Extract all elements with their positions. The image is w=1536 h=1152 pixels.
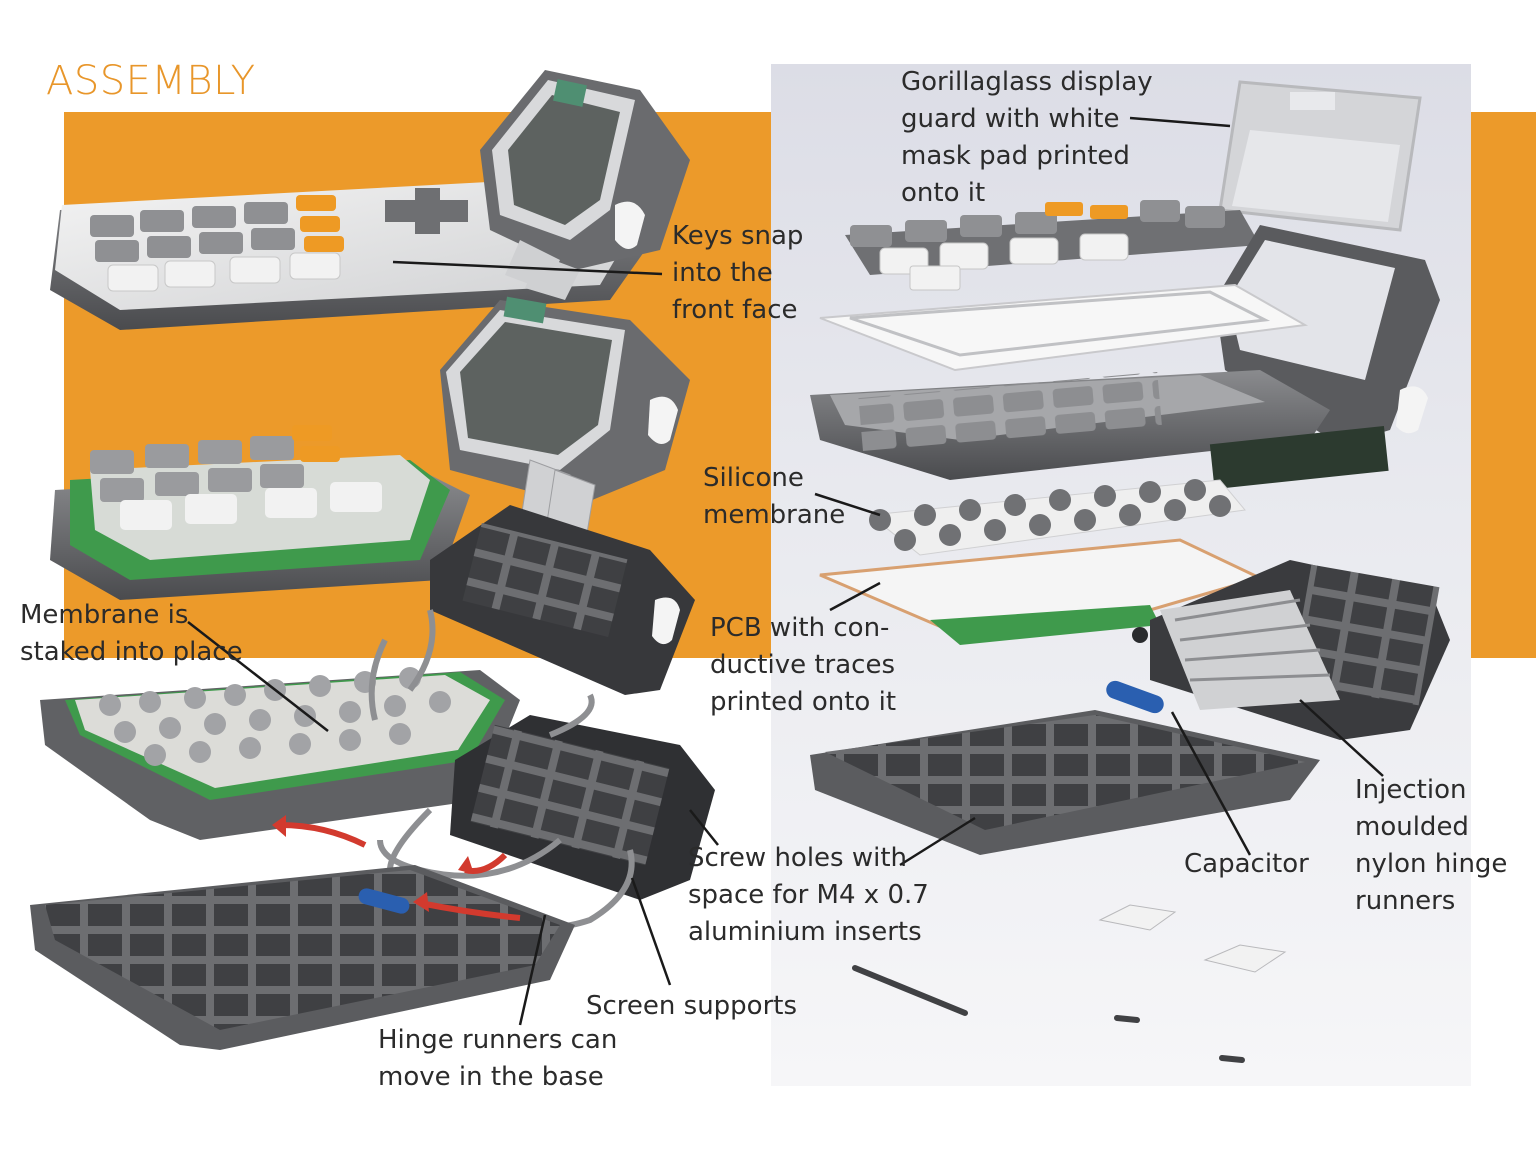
- callout-pcb: PCB with con- ductive traces printed ont…: [710, 613, 897, 717]
- callout-screen-supports: Screen supports: [586, 991, 798, 1021]
- callout-injection: Injection moulded nylon hinge runners: [1355, 775, 1508, 916]
- base-bottom: [30, 865, 575, 1050]
- screen-support-upper: [430, 505, 695, 695]
- leader-lines: [187, 116, 1384, 1026]
- calculator-partial: [50, 296, 690, 600]
- small-parts: [852, 904, 1287, 1063]
- callout-keys: Keys snap into the front face: [672, 221, 804, 325]
- base-right: [810, 680, 1320, 855]
- arrow-heads: [272, 815, 474, 912]
- callout-silicone: Silicone membrane: [703, 463, 846, 530]
- gorillaglass-guard: [1218, 80, 1422, 232]
- page-title: ASSEMBLY: [46, 58, 256, 104]
- calculator-assembled: [50, 70, 690, 330]
- callout-capacitor: Capacitor: [1184, 849, 1309, 879]
- hinge-clip: [1396, 386, 1428, 434]
- hinge-runner-assembly: [1132, 560, 1450, 740]
- silicone-membrane: [868, 479, 1246, 556]
- mask-plate: [819, 283, 1309, 372]
- keys-set: [845, 200, 1260, 291]
- base-with-membrane: [40, 667, 520, 840]
- pcb-board: [819, 538, 1265, 645]
- front-face-shell: [810, 370, 1330, 480]
- screen-support-lower: [450, 715, 715, 900]
- callout-gorillaglass: Gorillaglass display guard with white ma…: [901, 67, 1153, 208]
- callout-screw-holes: Screw holes with space for M4 x 0.7 alum…: [688, 843, 929, 947]
- orange-band-right: [1470, 112, 1536, 658]
- callout-hinge-runners-base: Hinge runners can move in the base: [378, 1025, 618, 1092]
- screen-lcd: [1209, 426, 1389, 490]
- callout-membrane-staked: Membrane is staked into place: [20, 600, 243, 667]
